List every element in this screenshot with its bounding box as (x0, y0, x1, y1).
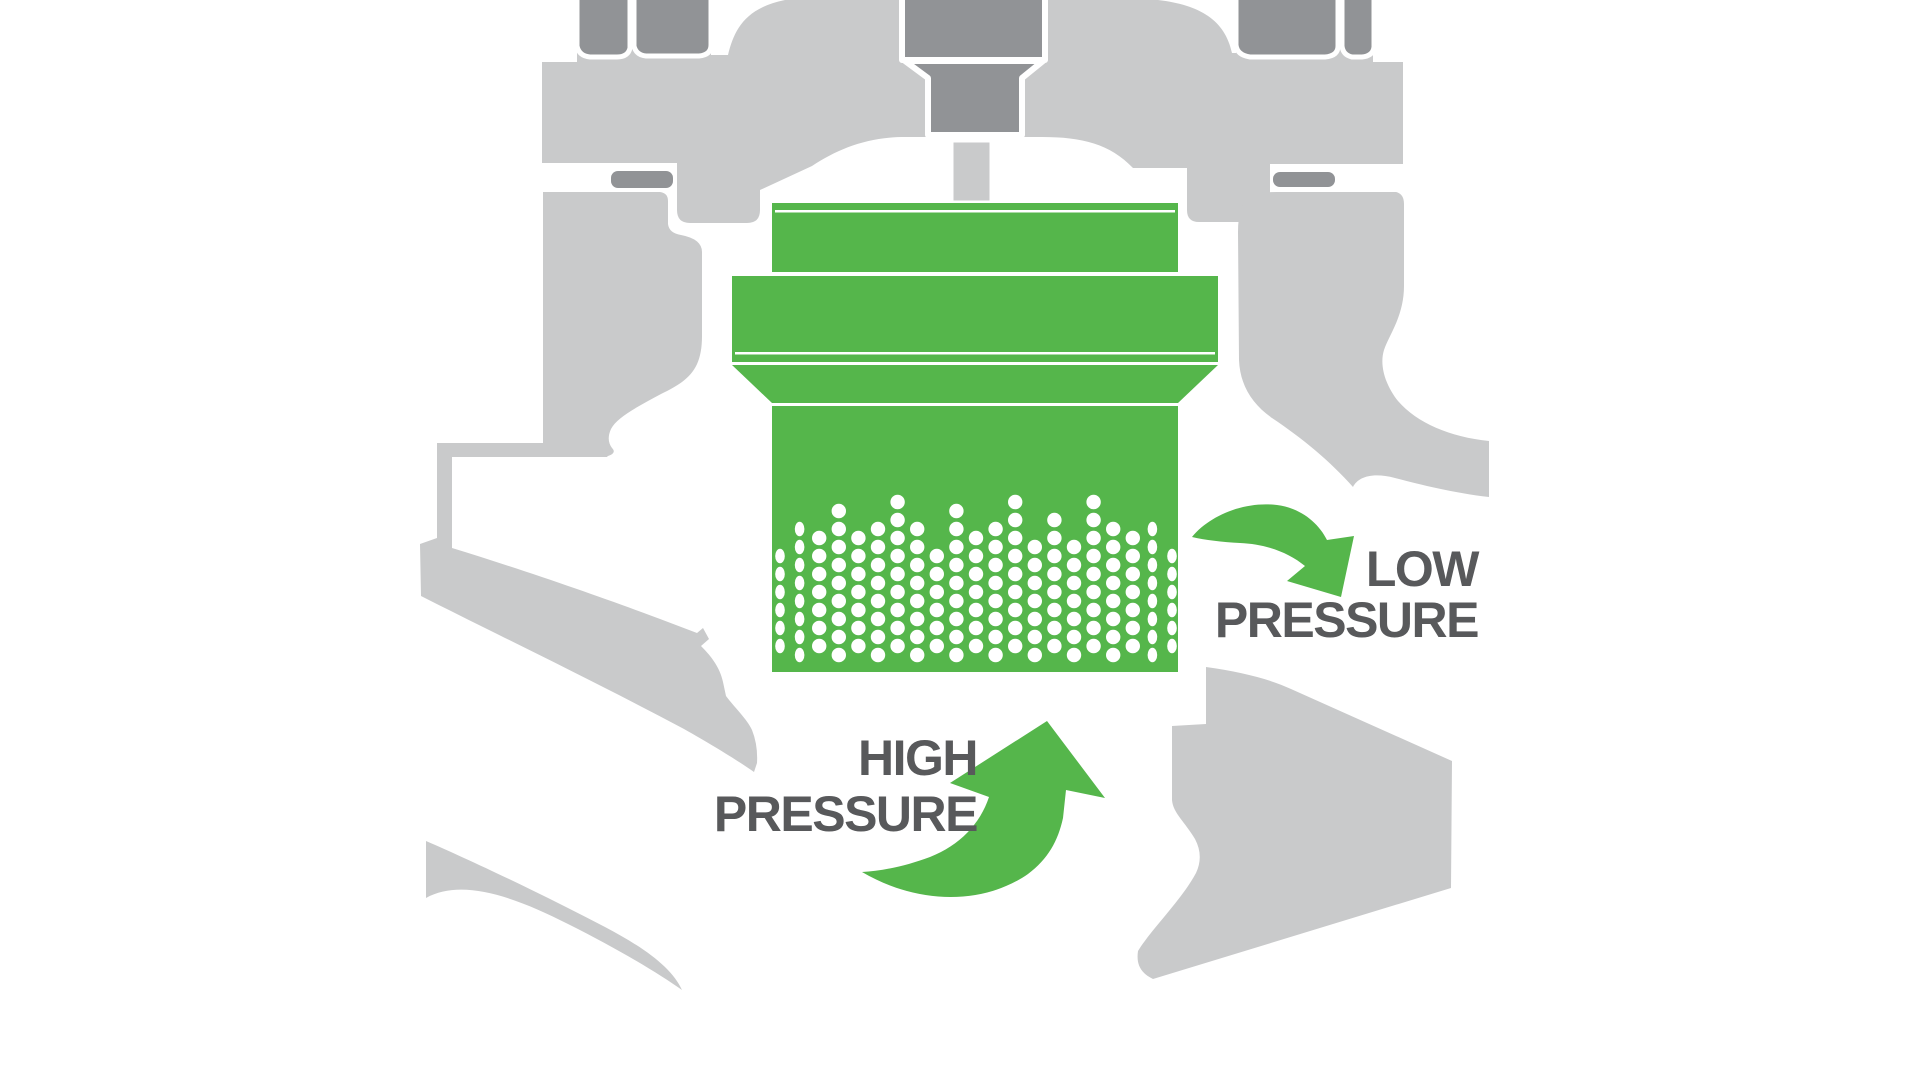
inlet-wall-left (420, 443, 758, 772)
stem-lower (948, 137, 995, 206)
high-pressure-line1: HIGH (858, 730, 979, 786)
high-pressure-label: HIGH PRESSURE (713, 730, 979, 842)
cage-taper (732, 365, 1218, 403)
corner-cutout-left (711, 0, 785, 55)
low-pressure-line1: LOW (1365, 541, 1480, 597)
stem-top (899, 0, 1048, 63)
low-pressure-label: LOW PRESSURE (1214, 541, 1480, 648)
high-pressure-arrow-icon (862, 721, 1105, 897)
packing-right (1273, 172, 1335, 187)
cage-cap-keyline (775, 210, 1175, 213)
stem-mid (902, 58, 1046, 138)
high-pressure-line2: PRESSURE (713, 786, 979, 842)
cage-band-keyline (735, 352, 1215, 355)
low-pressure-line2: PRESSURE (1214, 592, 1480, 648)
packing-left (611, 171, 673, 188)
bolt-right-facet-icon (1233, 0, 1341, 60)
bolt-right-facet2-icon (1339, 0, 1377, 60)
outlet-wall-right (1238, 192, 1489, 497)
inlet-wall-lower-crescent (426, 841, 682, 990)
corner-cutout-right (1158, 0, 1236, 53)
cage-cap (772, 203, 1178, 272)
cage-upper-band (732, 276, 1218, 362)
seat-wedge-right (1137, 667, 1452, 979)
body-column-left (543, 192, 702, 456)
bolt-left-facet-icon (574, 0, 633, 60)
bolt-left-facet2-icon (631, 0, 714, 59)
cage-perforations (775, 494, 1177, 663)
low-pressure-arrow-icon (1192, 504, 1354, 597)
